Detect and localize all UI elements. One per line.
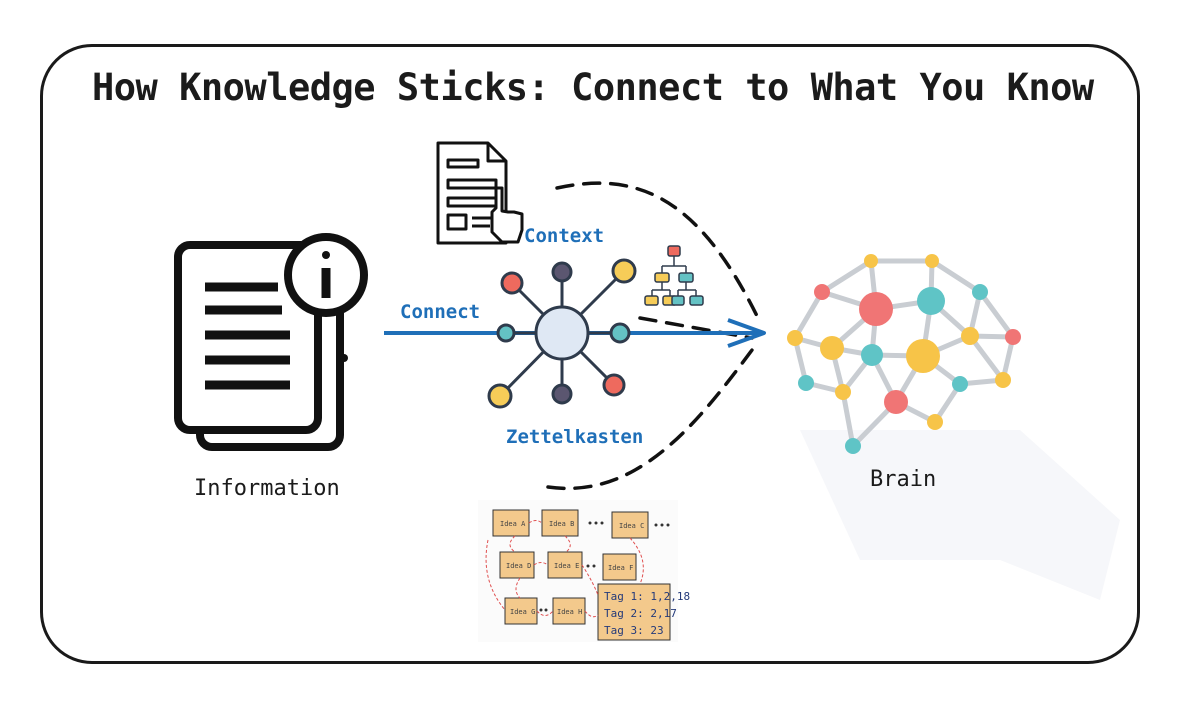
tag-line: Tag 3: 23 xyxy=(604,624,664,637)
note-card xyxy=(541,509,579,537)
note-text: Idea G xyxy=(510,608,535,616)
zettelkasten-label: Zettelkasten xyxy=(506,426,644,448)
information-label: Information xyxy=(194,476,340,501)
context-label: Context xyxy=(524,225,605,247)
note-text: Idea F xyxy=(608,564,633,572)
note-text: Idea E xyxy=(554,562,579,570)
note-text: Idea C xyxy=(619,522,644,530)
org-chart-icon xyxy=(644,245,704,306)
hub-network-icon xyxy=(487,258,637,409)
tag-line: Tag 1: 1,2,18 xyxy=(604,590,690,603)
note-card xyxy=(499,551,535,579)
note-card xyxy=(602,553,637,581)
note-card xyxy=(492,509,530,537)
brain-network-icon xyxy=(787,254,1120,600)
brain-label: Brain xyxy=(870,467,937,492)
zettelkasten-notes-icon: Idea A Idea B Idea C Idea D Idea E Idea … xyxy=(478,500,690,642)
document-info-icon xyxy=(174,233,368,451)
note-card xyxy=(552,597,586,625)
diagram-title: How Knowledge Sticks: Connect to What Yo… xyxy=(92,66,1094,109)
note-text: Idea H xyxy=(557,608,582,616)
tag-line: Tag 2: 2,17 xyxy=(604,607,677,620)
note-text: Idea D xyxy=(506,562,531,570)
note-card xyxy=(611,511,649,539)
connect-label: Connect xyxy=(400,301,481,323)
tag-card xyxy=(597,583,671,641)
note-text: Idea A xyxy=(500,520,526,528)
note-text: Idea B xyxy=(549,520,574,528)
document-click-icon xyxy=(436,141,524,245)
